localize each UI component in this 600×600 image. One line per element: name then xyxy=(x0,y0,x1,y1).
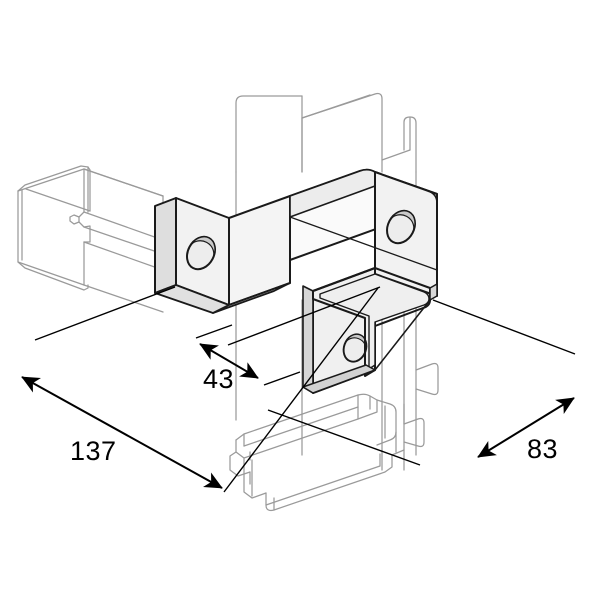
dim-83-ext-upper xyxy=(432,299,576,355)
bracket-down-leg-bottom-bevel xyxy=(302,364,376,394)
dim-43-ext-right xyxy=(263,371,301,386)
bracket xyxy=(154,168,438,394)
bracket-left-edge-band xyxy=(154,197,177,294)
dim-83-label: 83 xyxy=(527,434,558,464)
dim-137-label: 137 xyxy=(70,436,117,466)
dim-137-ext-upper xyxy=(34,286,176,341)
dim-43-ext-left xyxy=(195,324,233,339)
dimension-137: 137 xyxy=(21,286,381,493)
dimension-83: 83 xyxy=(267,299,576,466)
bracket-right-corner-round xyxy=(427,190,438,204)
bracket-u-inner-band xyxy=(319,273,430,370)
strut-horizontal xyxy=(17,165,164,313)
dim-83-line xyxy=(477,397,575,458)
dim-137-ext-right xyxy=(223,287,379,493)
bracket-hole-left xyxy=(186,235,216,271)
dim-43-label: 43 xyxy=(203,364,234,394)
dim-43-line xyxy=(199,343,259,379)
dim-137-line xyxy=(21,376,223,489)
dim-137-ext-lower-guide xyxy=(227,286,381,346)
bracket-top-crease xyxy=(289,216,438,271)
bracket-hole-middle xyxy=(342,333,368,363)
bracket-hole-right xyxy=(386,209,416,245)
bracket-right-flange-fold xyxy=(429,283,438,301)
dimension-43: 43 xyxy=(195,324,301,394)
bracket-left-web-underside xyxy=(212,282,291,314)
dim-83-ext-lower xyxy=(267,409,421,466)
